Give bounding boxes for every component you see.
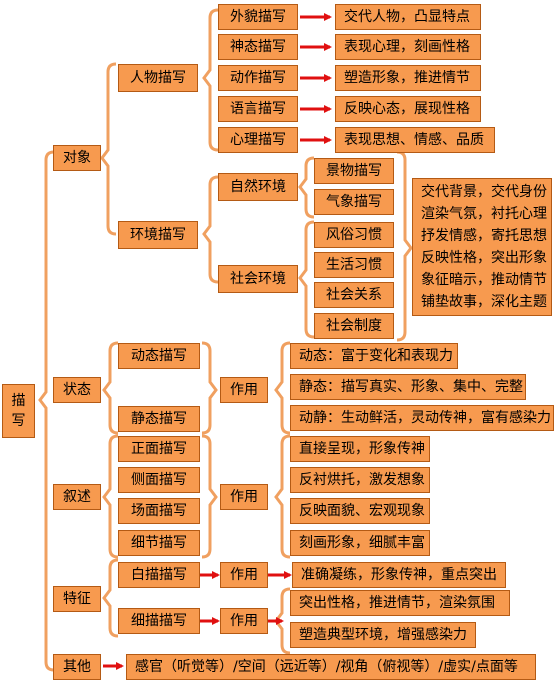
person-effect: 表现心理，刻画性格 — [335, 34, 481, 60]
person-item: 心理描写 — [218, 127, 298, 153]
social-item: 风俗习惯 — [314, 222, 394, 248]
environment-effects: 交代背景，交代身份 渲染气氛，衬托心理 抒发情感，寄托思想 反映性格，突出形象 … — [412, 178, 552, 316]
category-other: 其他 — [53, 654, 101, 680]
person-description: 人物描写 — [118, 64, 198, 92]
social-item: 社会制度 — [314, 313, 394, 339]
state-effect: 动静：生动鲜活，灵动传神，富有感染力 — [290, 405, 554, 431]
narration-effect: 反映面貌、宏观现象 — [290, 498, 430, 524]
feature-fine-role: 作用 — [220, 608, 268, 634]
feature-fine: 细描描写 — [118, 608, 200, 634]
person-item: 外貌描写 — [218, 4, 298, 30]
social-item: 社会关系 — [314, 282, 394, 308]
social-environment: 社会环境 — [218, 265, 298, 293]
feature-plain-role: 作用 — [220, 562, 268, 588]
environment-effect-line: 象征暗示，推动情节 — [421, 272, 547, 288]
other-text: 感官（听觉等）/空间（远近等）/视角（俯视等）/虚实/点面等 — [126, 654, 536, 680]
person-effect: 塑造形象，推进情节 — [335, 65, 481, 91]
environment-effect-line: 交代背景，交代身份 — [421, 184, 547, 200]
root-node: 描 写 — [2, 384, 35, 438]
state-item: 静态描写 — [118, 406, 200, 432]
narration-effect: 直接呈现，形象传神 — [290, 436, 430, 462]
person-effect: 表现思想、情感、品质 — [335, 127, 495, 153]
environment-effect-line: 铺垫故事，深化主题 — [421, 294, 547, 310]
person-item: 动作描写 — [218, 65, 298, 91]
arrow-lines — [103, 13, 332, 670]
category-feature: 特征 — [53, 586, 101, 612]
feature-plain: 白描描写 — [118, 562, 200, 588]
category-object: 对象 — [53, 145, 101, 171]
narration-effect: 反衬烘托，激发想象 — [290, 467, 430, 493]
feature-fine-effect: 塑造典型环境，增强感染力 — [290, 622, 476, 648]
root-char-1: 描 — [11, 393, 26, 409]
social-item: 生活习惯 — [314, 252, 394, 278]
natural-item: 景物描写 — [314, 158, 394, 184]
narration-item: 侧面描写 — [118, 467, 200, 493]
feature-fine-effect: 突出性格，推进情节，渲染氛围 — [290, 590, 510, 616]
natural-environment: 自然环境 — [218, 173, 298, 201]
state-role: 作用 — [220, 377, 268, 403]
person-item: 神态描写 — [218, 34, 298, 60]
person-item: 语言描写 — [218, 96, 298, 122]
environment-description: 环境描写 — [118, 221, 198, 249]
person-effect: 反映心态，展现性格 — [335, 96, 481, 122]
root-char-2: 写 — [11, 413, 26, 429]
state-effect: 动态：富于变化和表现力 — [290, 343, 458, 369]
narration-item: 细节描写 — [118, 530, 200, 556]
environment-effect-line: 反映性格，突出形象 — [421, 250, 547, 266]
environment-effect-line: 渲染气氛，衬托心理 — [421, 206, 547, 222]
narration-item: 正面描写 — [118, 436, 200, 462]
natural-item: 气象描写 — [314, 189, 394, 215]
bracket-lines — [38, 8, 413, 672]
person-effect: 交代人物，凸显特点 — [335, 4, 481, 30]
category-narration: 叙述 — [53, 484, 101, 510]
state-item: 动态描写 — [118, 343, 200, 369]
narration-role: 作用 — [220, 484, 268, 510]
environment-effect-line: 抒发情感，寄托思想 — [421, 228, 547, 244]
category-state: 状态 — [53, 377, 101, 403]
narration-item: 场面描写 — [118, 498, 200, 524]
narration-effect: 刻画形象，细腻丰富 — [290, 530, 430, 556]
feature-plain-effect: 准确凝练，形象传神，重点突出 — [292, 562, 506, 588]
state-effect: 静态：描写真实、形象、集中、完整 — [290, 374, 526, 400]
